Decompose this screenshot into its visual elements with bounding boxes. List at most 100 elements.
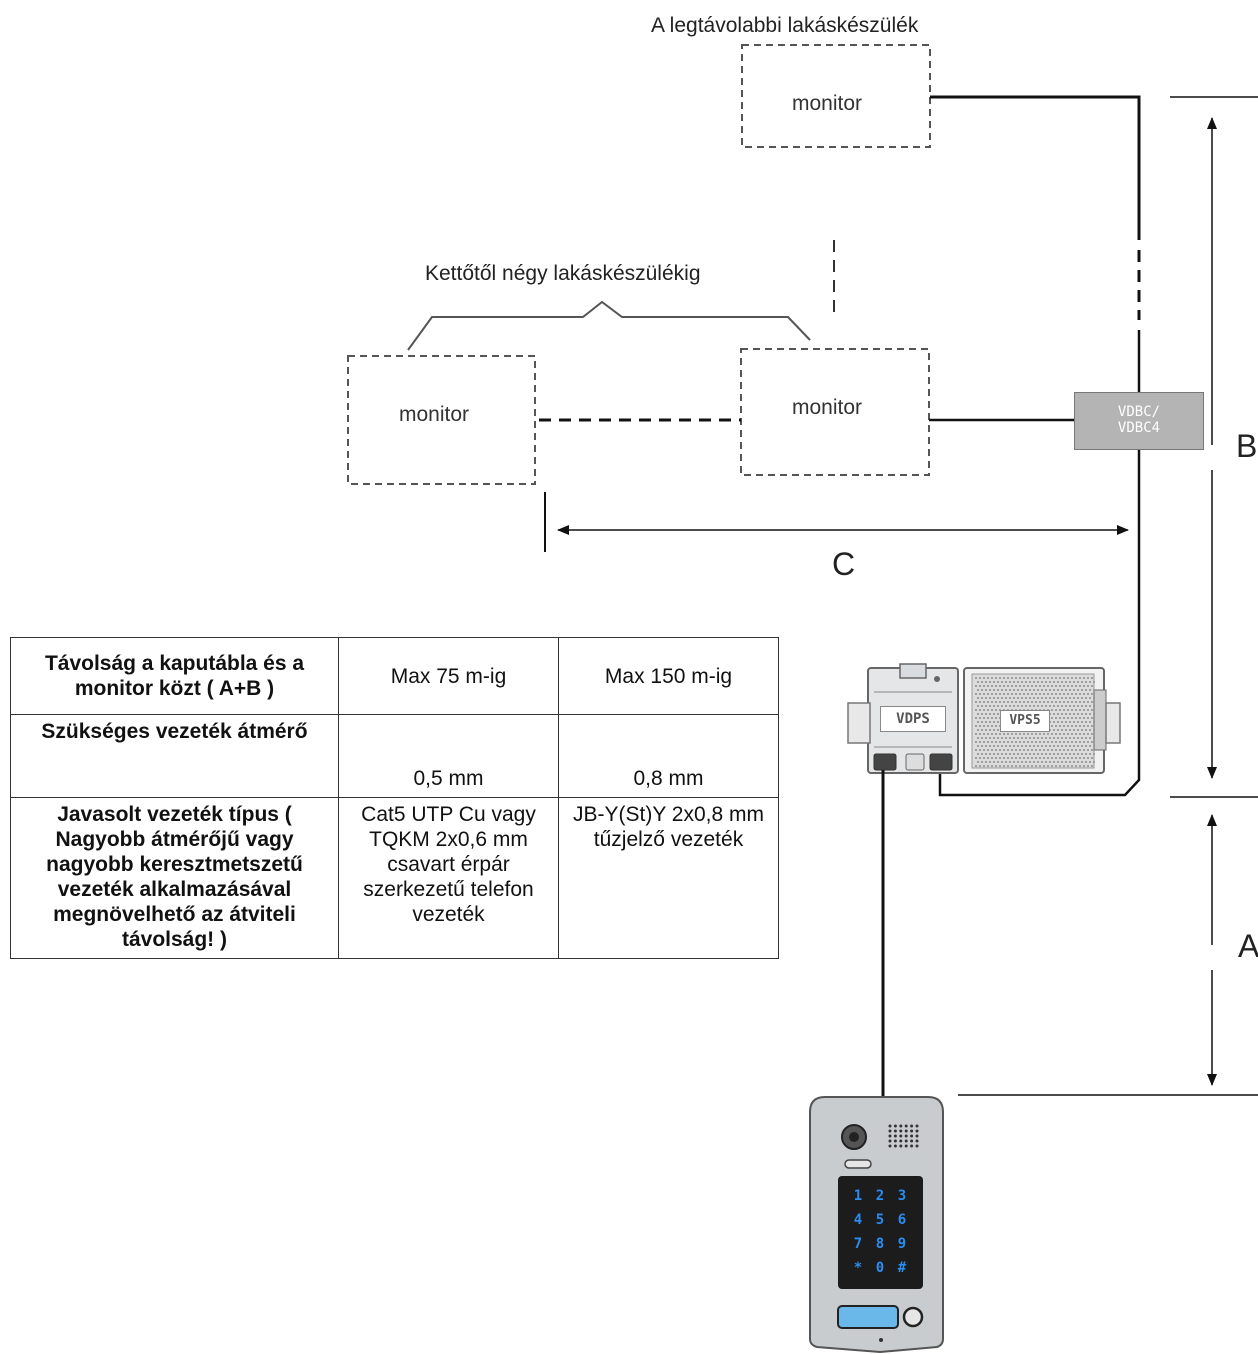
vent-hole — [975, 733, 977, 735]
vent-hole — [975, 693, 977, 695]
vent-hole — [1059, 749, 1061, 751]
vent-hole — [1047, 749, 1049, 751]
vent-hole — [1039, 701, 1041, 703]
vent-hole — [991, 701, 993, 703]
vent-hole — [1053, 737, 1055, 739]
vent-hole — [975, 701, 977, 703]
keypad-key: 6 — [898, 1212, 906, 1228]
vent-hole — [975, 741, 977, 743]
vent-hole — [1043, 701, 1045, 703]
vent-hole — [1051, 677, 1053, 679]
vent-hole — [1035, 701, 1037, 703]
vent-hole — [1011, 765, 1013, 767]
vent-hole — [1073, 705, 1075, 707]
speaker-hole — [904, 1134, 908, 1138]
vent-hole — [1069, 729, 1071, 731]
vent-hole — [1067, 685, 1069, 687]
vent-hole — [1037, 753, 1039, 755]
vent-hole — [999, 677, 1001, 679]
vent-hole — [1087, 709, 1089, 711]
vent-hole — [1085, 689, 1087, 691]
vent-hole — [979, 685, 981, 687]
vent-hole — [1087, 677, 1089, 679]
vent-hole — [1011, 685, 1013, 687]
keypad-key: 9 — [898, 1236, 906, 1252]
vent-hole — [981, 761, 983, 763]
vent-hole — [1081, 729, 1083, 731]
speaker-hole — [893, 1139, 897, 1143]
vent-hole — [997, 761, 999, 763]
vent-hole — [1087, 685, 1089, 687]
vent-hole — [1067, 741, 1069, 743]
vent-hole — [1007, 685, 1009, 687]
vent-hole — [1079, 725, 1081, 727]
monitor-label-right: monitor — [792, 396, 863, 419]
speaker-hole — [915, 1144, 919, 1148]
vent-hole — [1065, 753, 1067, 755]
vent-hole — [1093, 705, 1095, 707]
speaker-hole — [915, 1129, 919, 1133]
vent-hole — [1025, 761, 1027, 763]
vent-hole — [1089, 729, 1091, 731]
speaker-hole — [910, 1139, 914, 1143]
distributor-vdbc: VDBC/ VDBC4 — [1074, 392, 1204, 450]
vent-hole — [983, 717, 985, 719]
vent-hole — [1055, 733, 1057, 735]
vent-hole — [1071, 765, 1073, 767]
vent-hole — [1079, 741, 1081, 743]
vent-hole — [1061, 713, 1063, 715]
vent-hole — [1057, 745, 1059, 747]
vent-hole — [1093, 697, 1095, 699]
vent-hole — [1005, 689, 1007, 691]
distance-b-label: B — [1236, 428, 1258, 464]
distance-a-label: A — [1238, 928, 1258, 964]
vent-hole — [1085, 753, 1087, 755]
vent-hole — [1065, 713, 1067, 715]
speaker-hole — [904, 1129, 908, 1133]
vent-hole — [1085, 729, 1087, 731]
vent-hole — [1037, 689, 1039, 691]
vent-hole — [1083, 741, 1085, 743]
vent-hole — [1089, 745, 1091, 747]
vent-hole — [999, 701, 1001, 703]
vent-hole — [1003, 677, 1005, 679]
vent-hole — [1001, 745, 1003, 747]
vent-hole — [1085, 721, 1087, 723]
vent-hole — [1037, 697, 1039, 699]
vent-hole — [1029, 761, 1031, 763]
vent-hole — [975, 749, 977, 751]
vent-hole — [997, 721, 999, 723]
vent-hole — [1071, 749, 1073, 751]
vent-hole — [1055, 701, 1057, 703]
vent-hole — [1073, 761, 1075, 763]
vent-hole — [1009, 737, 1011, 739]
vent-hole — [1039, 757, 1041, 759]
vent-hole — [1047, 741, 1049, 743]
vent-hole — [1061, 697, 1063, 699]
speaker-hole — [893, 1124, 897, 1128]
table-cell: Max 150 m-ig — [558, 637, 779, 715]
vent-hole — [1075, 765, 1077, 767]
vent-hole — [993, 753, 995, 755]
vent-hole — [991, 717, 993, 719]
vent-hole — [1089, 713, 1091, 715]
vent-hole — [1065, 681, 1067, 683]
vent-hole — [1011, 741, 1013, 743]
vent-hole — [985, 753, 987, 755]
vent-hole — [1053, 713, 1055, 715]
vent-hole — [985, 729, 987, 731]
vent-hole — [1051, 765, 1053, 767]
vent-hole — [1041, 705, 1043, 707]
vent-hole — [1071, 725, 1073, 727]
vent-hole — [975, 765, 977, 767]
group-bracket — [407, 300, 811, 351]
vent-hole — [1041, 689, 1043, 691]
vent-hole — [1007, 765, 1009, 767]
vent-hole — [1079, 693, 1081, 695]
vent-hole — [991, 733, 993, 735]
vent-hole — [1009, 681, 1011, 683]
vent-hole — [1083, 685, 1085, 687]
speaker-hole — [915, 1139, 919, 1143]
vent-hole — [1003, 741, 1005, 743]
vent-hole — [981, 729, 983, 731]
